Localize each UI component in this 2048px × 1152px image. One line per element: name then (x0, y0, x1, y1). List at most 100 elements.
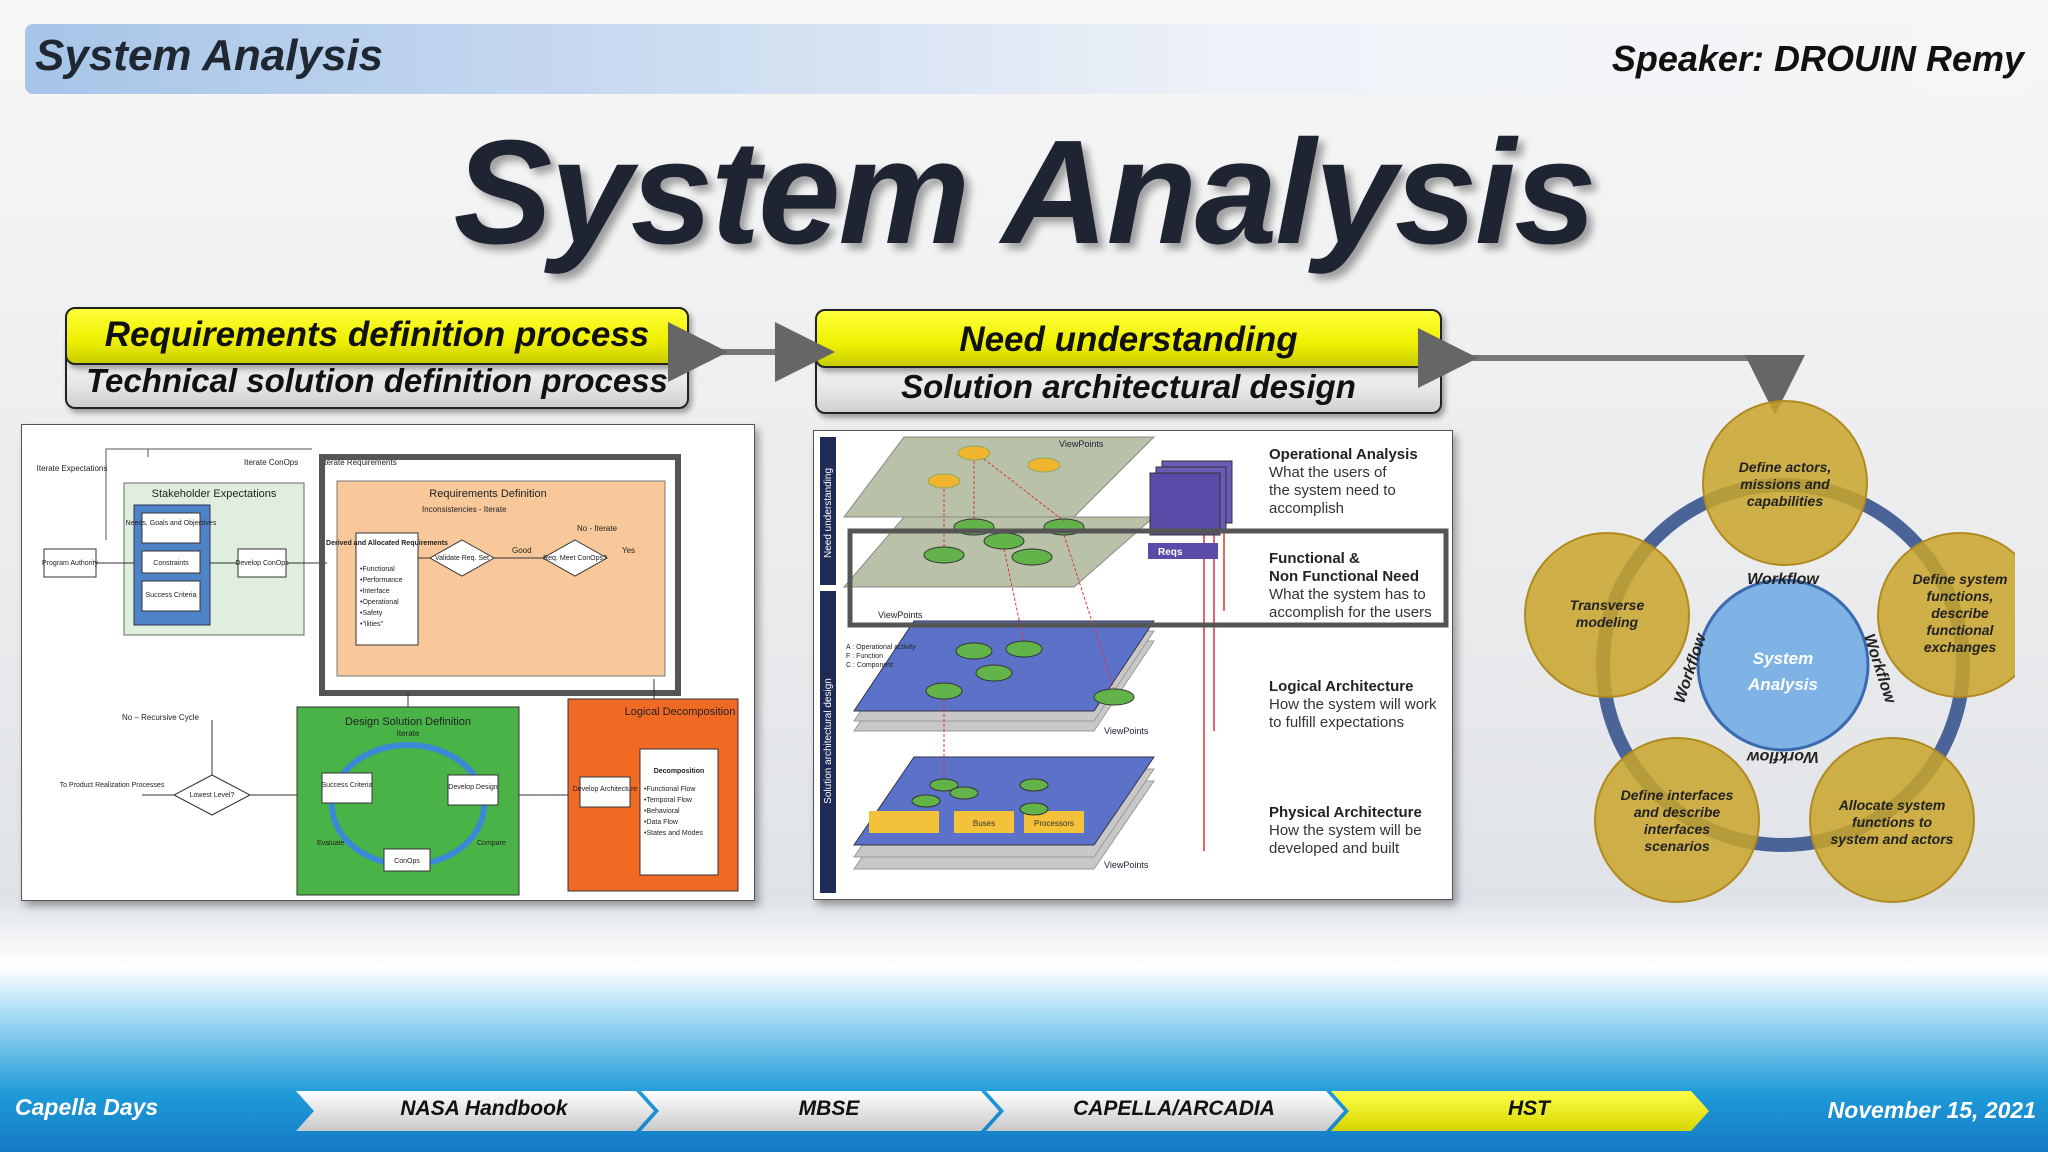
derived-item-0: •Functional (360, 566, 395, 573)
label-to-product: To Product Realization Processes (60, 782, 165, 789)
node-if-l2: and describe (1634, 804, 1721, 820)
solution-design-label: Solution architectural design (901, 368, 1356, 405)
system-analysis-cycle: System Analysis Define actors, missions … (1524, 400, 2015, 903)
node-alloc-l2: functions to (1852, 814, 1933, 830)
side-need-label: Need understanding (823, 468, 834, 558)
header-speaker: Speaker: DROUIN Remy (1611, 38, 2024, 79)
technical-solution-label: Technical solution definition process (86, 362, 668, 399)
label-needs: Needs, Goals and Objectives (126, 520, 217, 527)
step-hst-label[interactable]: HST (1508, 1097, 1550, 1120)
step-nasa-label[interactable]: NASA Handbook (400, 1097, 568, 1120)
requirements-definition-label: Requirements definition process (104, 315, 650, 354)
node-tr-l2: modeling (1576, 614, 1639, 630)
cycle-center (1696, 578, 1870, 752)
footer-event: Capella Days (15, 1094, 159, 1120)
legend-f: F : Function (846, 653, 883, 660)
layer-phy-desc-1: How the system will be (1269, 822, 1422, 839)
main-title: System Analysis (453, 110, 1597, 275)
node-if-l4: scenarios (1644, 838, 1710, 854)
label-develop-design: Develop Design (448, 784, 498, 791)
label-good: Good (512, 546, 532, 555)
label-inconsistencies: Inconsistencies - Iterate (422, 505, 507, 514)
derived-item-2: •Interface (360, 588, 390, 595)
label-req-meet: Req. Meet ConOps? (543, 555, 607, 562)
node-actors-l2: missions and (1740, 476, 1830, 492)
layer-op-desc-1: What the users of (1269, 464, 1387, 481)
node-transverse (1524, 532, 1690, 698)
legend-a: A : Operational activity (846, 644, 916, 651)
layer-fn-title2: Non Functional Need (1269, 568, 1419, 585)
layer-log-title: Logical Architecture (1269, 678, 1413, 695)
label-success-criteria: Success Criteria (322, 782, 373, 789)
node-actors (1702, 400, 1868, 566)
label-req-def: Requirements Definition (429, 488, 546, 500)
layer-log-desc-2: to fulfill expectations (1269, 714, 1404, 731)
label-lowest-level: Lowest Level? (190, 792, 235, 799)
node-fn-l1: Define system (1913, 571, 2008, 587)
center-line-2: Analysis (1747, 675, 1818, 694)
header-title: System Analysis (35, 31, 384, 80)
viewpoints-op: ViewPoints (1059, 439, 1104, 449)
label-no-recursive: No – Recursive Cycle (122, 713, 199, 722)
legend-c: C : Component (846, 662, 893, 669)
label-iterate-requirements: Iterate Requirements (322, 458, 397, 467)
label-program-authority: Program Authority (42, 560, 99, 567)
step-mbse[interactable] (641, 1091, 999, 1131)
layer-op-desc-3: accomplish (1269, 500, 1344, 517)
label-validate: Validate Req. Set (435, 555, 489, 562)
layer-phy-title: Physical Architecture (1269, 804, 1422, 821)
node-if-l3: interfaces (1644, 821, 1710, 837)
layer-fn-desc-1: What the system has to (1269, 586, 1426, 603)
derived-item-3: •Operational (360, 599, 399, 606)
side-solution-label: Solution architectural design (823, 678, 834, 804)
step-capella[interactable] (986, 1091, 1344, 1131)
center-line-1: System (1753, 649, 1813, 668)
layer-phy-desc-2: developed and built (1269, 840, 1400, 857)
label-evaluate: Evaluate (317, 840, 344, 847)
label-compare: Compare (477, 840, 506, 847)
progress-steps (296, 1091, 1709, 1131)
buses-label: Buses (973, 819, 995, 828)
step-mbse-label[interactable]: MBSE (798, 1097, 860, 1120)
label-no-iterate: No - Iterate (577, 524, 618, 533)
layer-fn-desc-2: accomplish for the users (1269, 604, 1432, 621)
layer-op-title: Operational Analysis (1269, 446, 1418, 463)
label-develop-arch: Develop Architecture (573, 786, 638, 793)
node-fn-l5: exchanges (1924, 639, 1997, 655)
layer-log-desc-1: How the system will work (1269, 696, 1437, 713)
step-hst[interactable] (1331, 1091, 1709, 1131)
workflow-bottom: Workflow (1746, 748, 1819, 765)
decomp-item-3: •Data Flow (644, 819, 679, 826)
workflow-top: Workflow (1747, 571, 1820, 588)
step-nasa[interactable] (296, 1091, 654, 1131)
node-fn-l4: functional (1927, 622, 1995, 638)
arcadia-layers-diagram: Need understanding Solution architectura… (813, 430, 1453, 900)
label-design-solution: Design Solution Definition (345, 716, 471, 728)
derived-item-5: •"ilities" (360, 621, 383, 628)
node-actors-l3: capabilities (1747, 493, 1823, 509)
arrow-mid-right (1418, 328, 1805, 415)
label-derived: Derived and Allocated Requirements (326, 540, 448, 547)
layer-op-desc-2: the system need to (1269, 482, 1396, 499)
derived-item-4: •Safety (360, 610, 383, 617)
label-iterate: Iterate (397, 729, 420, 738)
label-stakeholder: Stakeholder Expectations (152, 488, 277, 500)
label-logical-decomp: Logical Decomposition (625, 706, 736, 718)
reqs-text: Reqs (1158, 547, 1183, 558)
decomp-item-4: •States and Modes (644, 830, 703, 837)
viewpoints-fn: ViewPoints (878, 610, 923, 620)
label-develop-conops: Develop ConOps (235, 560, 289, 567)
node-alloc-l3: system and actors (1831, 831, 1954, 847)
label-iterate-expectations: Iterate Expectations (37, 464, 108, 473)
header-bar (25, 24, 2030, 94)
node-alloc-l1: Allocate system (1838, 797, 1946, 813)
node-functions (1877, 532, 2015, 698)
decomp-item-1: •Temporal Flow (644, 797, 693, 804)
label-decomposition: Decomposition (654, 768, 705, 775)
label-success: Success Criteria (146, 592, 197, 599)
step-capella-label[interactable]: CAPELLA/ARCADIA (1073, 1097, 1275, 1120)
node-interfaces (1594, 737, 1760, 903)
node-allocate (1809, 737, 1975, 903)
processors-label: Processors (1034, 819, 1074, 828)
node-actors-l1: Define actors, (1739, 459, 1832, 475)
